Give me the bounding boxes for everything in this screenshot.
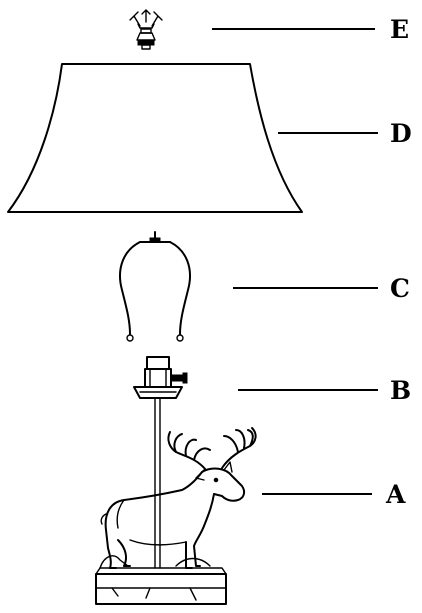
label-harp: C [390,274,410,303]
part-labels: E D C B A [385,15,412,509]
lamp-shade-part [7,63,303,213]
socket-part [133,356,188,399]
finial-part [129,9,163,50]
label-socket: B [390,376,411,405]
label-shade: D [390,119,412,148]
leader-lines [212,28,378,495]
label-finial: E [390,15,409,44]
moose-base-part [95,397,257,605]
harp-part [119,231,191,342]
label-base: A [385,480,406,509]
